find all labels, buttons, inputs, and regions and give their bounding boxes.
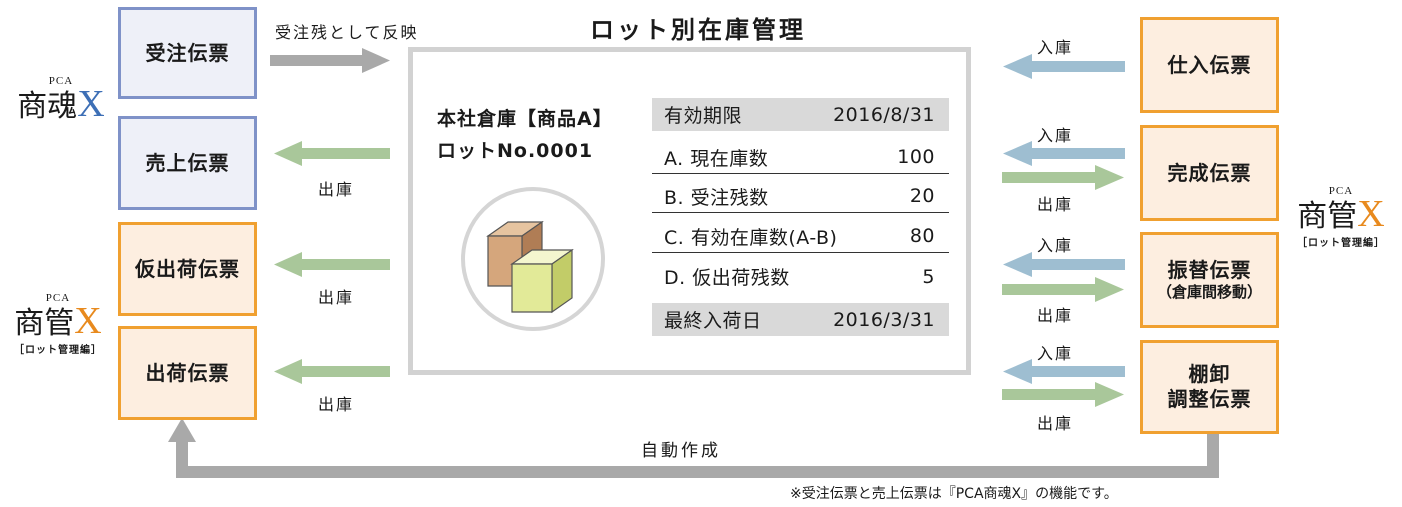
- footnote: ※受注伝票と売上伝票は『PCA商魂X』の機能です。: [790, 486, 1118, 502]
- out-label-temp: 出庫: [318, 288, 355, 307]
- auto-create-label: 自動作成: [641, 441, 721, 461]
- row-value: 20: [909, 185, 935, 207]
- brand-shokan-left-pca: PCA: [45, 292, 71, 304]
- row-label: 最終入荷日: [664, 310, 762, 332]
- row-label: A. 現在庫数: [664, 147, 769, 170]
- brand-shokan-left-sub: ［ロット管理編］: [14, 345, 102, 356]
- auto-create-arrow: [168, 418, 1219, 478]
- table-row: B. 受注残数 20: [652, 180, 949, 213]
- in-arrow-complete: [1003, 141, 1125, 166]
- table-row: C. 有効在庫数(A-B) 80: [652, 220, 949, 253]
- row-label: D. 仮出荷残数: [664, 267, 790, 289]
- brand-shokon: PCA 商魂X: [6, 76, 116, 124]
- out-arrow-ship: [274, 359, 390, 384]
- page-title: ロット別在庫管理: [590, 16, 806, 44]
- complete-slip-box: 完成伝票: [1140, 125, 1279, 221]
- temp-ship-slip-box: 仮出荷伝票: [118, 222, 257, 316]
- out-arrow-complete: [1002, 165, 1124, 190]
- row-label: 有効期限: [664, 105, 743, 127]
- warehouse-name: 本社倉庫【商品A】: [437, 108, 613, 130]
- transfer-slip-sub: （倉庫間移動）: [1156, 283, 1262, 302]
- brand-shokan-right-sub: ［ロット管理編］: [1297, 238, 1385, 249]
- row-value: 80: [909, 225, 935, 247]
- out-label-inventory: 出庫: [1037, 414, 1074, 433]
- row-value: 5: [922, 265, 935, 288]
- brand-shokan-right-name: 商管X: [1285, 195, 1397, 234]
- in-arrow-transfer: [1003, 252, 1125, 277]
- in-label-transfer: 入庫: [1037, 236, 1074, 255]
- brand-shokan-left-x: X: [74, 300, 102, 342]
- out-arrow-transfer: [1002, 277, 1124, 302]
- purchase-slip-box: 仕入伝票: [1140, 17, 1279, 113]
- brand-shokan-right-x: X: [1357, 193, 1385, 235]
- brand-shokan-right-kanji: 商管: [1297, 199, 1358, 234]
- sales-slip-box: 売上伝票: [118, 116, 257, 210]
- brand-shokon-x: X: [77, 83, 105, 125]
- table-row: A. 現在庫数 100: [652, 141, 949, 174]
- row-value: 100: [897, 146, 935, 168]
- brand-shokan-right: PCA 商管X ［ロット管理編］: [1285, 185, 1397, 250]
- row-value: 2016/3/31: [833, 308, 935, 331]
- row-value: 2016/8/31: [833, 103, 935, 126]
- inventory-slip-line1: 棚卸: [1188, 362, 1231, 386]
- in-label-complete: 入庫: [1037, 126, 1074, 145]
- transfer-slip-title: 振替伝票: [1167, 258, 1252, 283]
- order-slip-box: 受注伝票: [118, 7, 257, 99]
- table-row: 有効期限 2016/8/31: [652, 98, 949, 131]
- lot-number: ロットNo.0001: [437, 140, 594, 162]
- backlog-arrow: [270, 48, 390, 73]
- row-label: C. 有効在庫数(A-B): [664, 226, 838, 249]
- ship-slip-box: 出荷伝票: [118, 326, 257, 420]
- in-arrow-inventory: [1003, 359, 1125, 384]
- out-arrow-sales: [274, 141, 390, 166]
- backlog-label: 受注残として反映: [275, 23, 419, 42]
- brand-shokan-right-pca: PCA: [1328, 185, 1354, 197]
- in-label-purchase: 入庫: [1037, 38, 1074, 57]
- brand-shokan-left-kanji: 商管: [14, 306, 75, 341]
- out-label-ship: 出庫: [318, 395, 355, 414]
- in-label-inventory: 入庫: [1037, 344, 1074, 363]
- brand-shokan-left: PCA 商管X ［ロット管理編］: [2, 292, 114, 357]
- brand-shokon-name: 商魂X: [6, 85, 116, 124]
- transfer-slip-box: 振替伝票 （倉庫間移動）: [1140, 232, 1279, 328]
- table-row: 最終入荷日 2016/3/31: [652, 303, 949, 336]
- out-arrow-temp: [274, 252, 390, 277]
- out-arrow-inventory: [1002, 382, 1124, 407]
- inventory-slip-line2: 調整伝票: [1167, 387, 1252, 411]
- brand-shokon-pca: PCA: [48, 75, 74, 87]
- in-arrow-purchase: [1003, 54, 1125, 79]
- inventory-adjust-slip-box: 棚卸 調整伝票: [1140, 340, 1279, 434]
- brand-shokon-kanji: 商魂: [17, 89, 78, 124]
- table-row: D. 仮出荷残数 5: [652, 260, 949, 293]
- out-label-transfer: 出庫: [1037, 306, 1074, 325]
- out-label-sales: 出庫: [318, 180, 355, 199]
- stacked-cubes-icon: [461, 187, 605, 331]
- brand-shokan-left-name: 商管X: [2, 302, 114, 341]
- out-label-complete: 出庫: [1037, 195, 1074, 214]
- row-label: B. 受注残数: [664, 186, 769, 209]
